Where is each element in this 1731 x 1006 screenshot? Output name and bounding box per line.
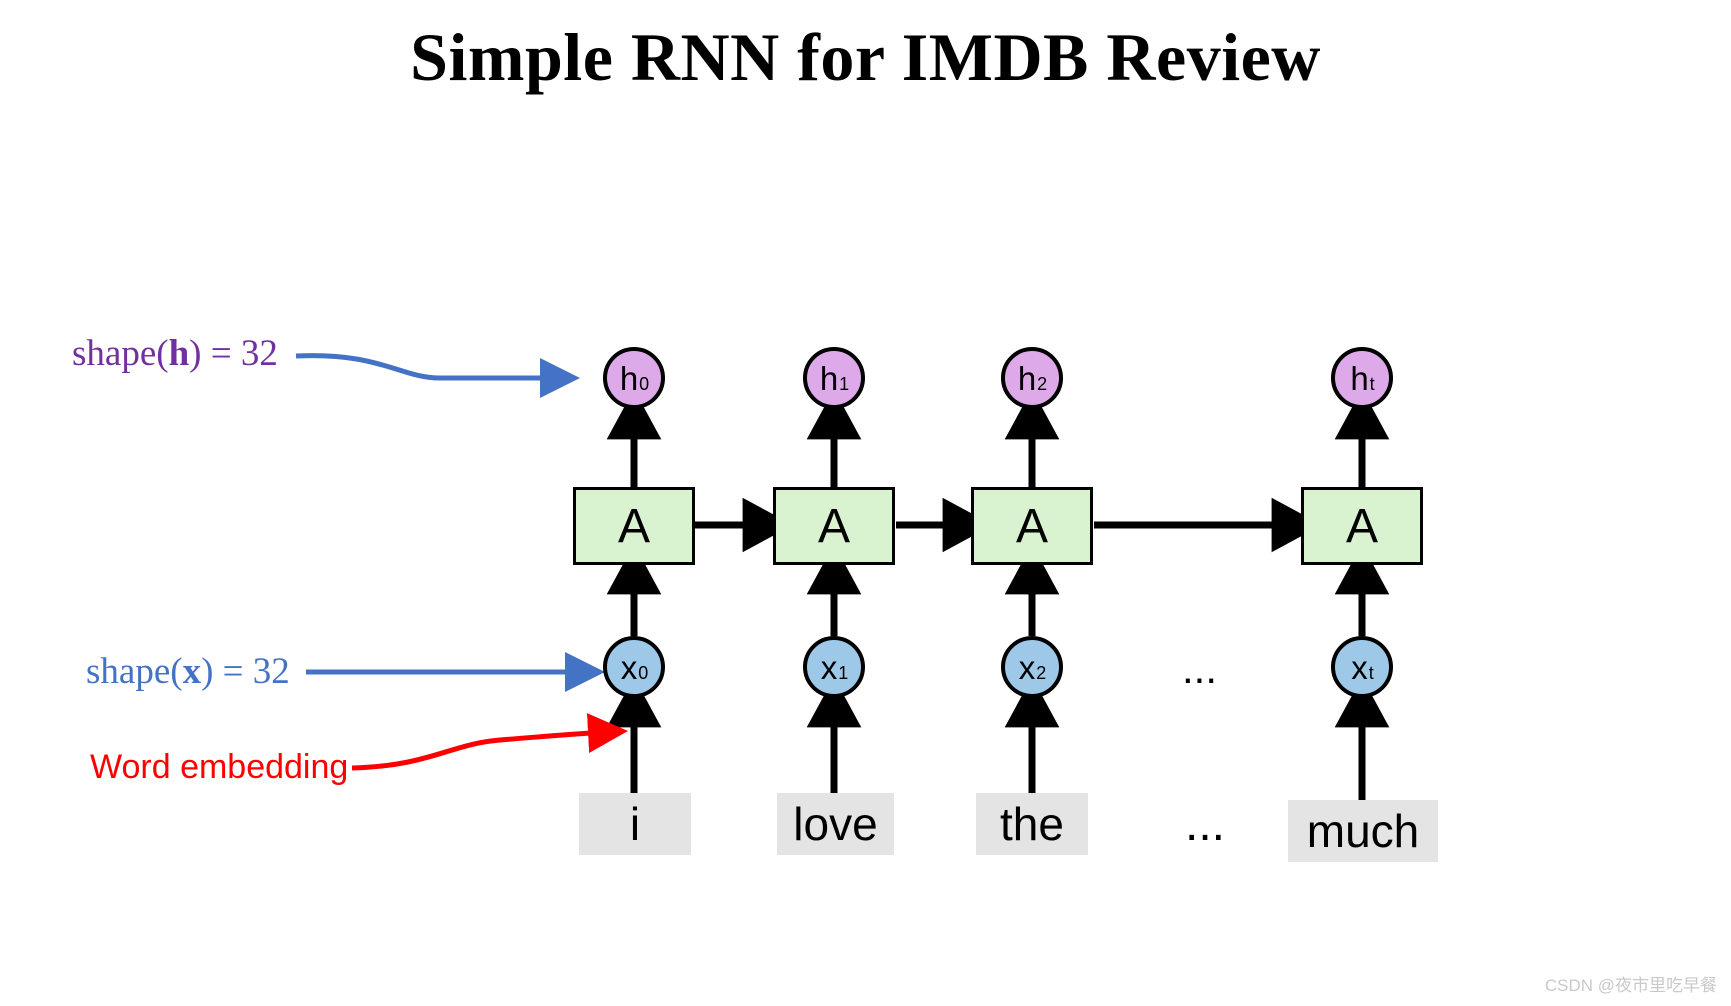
input-to-cell-arrows xyxy=(606,544,1390,636)
word-box-2: the xyxy=(976,793,1088,855)
rnn-cell-t: A xyxy=(1301,487,1423,565)
rnn-cell-0: A xyxy=(573,487,695,565)
hidden-state-base-2: h xyxy=(1017,359,1037,397)
word-embedding-label: Word embedding xyxy=(90,748,349,786)
input-shape-suffix: ) = 32 xyxy=(201,651,290,692)
watermark: CSDN @夜市里吃早餐 xyxy=(1544,976,1717,995)
input-sub-t: t xyxy=(1368,663,1374,683)
hidden-shape-prefix: shape( xyxy=(72,333,169,374)
input-shape-prefix: shape( xyxy=(86,651,183,692)
word-box-1: love xyxy=(777,793,894,855)
word-box-0: i xyxy=(579,793,691,855)
word-ellipsis: ... xyxy=(1185,798,1226,851)
hidden-state-base-t: h xyxy=(1350,359,1369,397)
hidden-shape-leader xyxy=(295,353,580,398)
input-base-0: x xyxy=(620,648,638,686)
hidden-state-sub-1: 1 xyxy=(839,374,850,394)
page-title: Simple RNN for IMDB Review xyxy=(410,19,1321,95)
rnn-cell-1: A xyxy=(773,487,895,565)
word-to-input-arrows xyxy=(606,677,1390,800)
hidden-state-sub-0: 0 xyxy=(639,374,650,394)
input-base-2: x xyxy=(1018,648,1036,686)
rnn-cell-2: A xyxy=(971,487,1093,565)
input-base-t: x xyxy=(1351,648,1368,686)
cell-to-hidden-arrows xyxy=(606,389,1390,487)
input-sub-1: 1 xyxy=(838,663,849,683)
input-shape-symbol: x xyxy=(182,651,202,692)
hidden-state-sub-2: 2 xyxy=(1037,374,1048,394)
input-shape-label: shape(x) = 32 xyxy=(86,650,290,693)
input-sub-0: 0 xyxy=(638,663,649,683)
hidden-state-base-0: h xyxy=(619,359,639,397)
hidden-state-base-1: h xyxy=(819,359,839,397)
hidden-shape-symbol: h xyxy=(168,333,190,374)
input-sub-2: 2 xyxy=(1036,663,1047,683)
word-box-t: much xyxy=(1288,800,1438,862)
hidden-shape-label: shape(h) = 32 xyxy=(72,332,278,375)
input-base-1: x xyxy=(820,648,838,686)
word-embedding-leader xyxy=(351,713,628,771)
input-ellipsis: ... xyxy=(1182,645,1218,692)
hidden-shape-suffix: ) = 32 xyxy=(189,333,278,374)
hidden-state-sub-t: t xyxy=(1369,374,1375,394)
